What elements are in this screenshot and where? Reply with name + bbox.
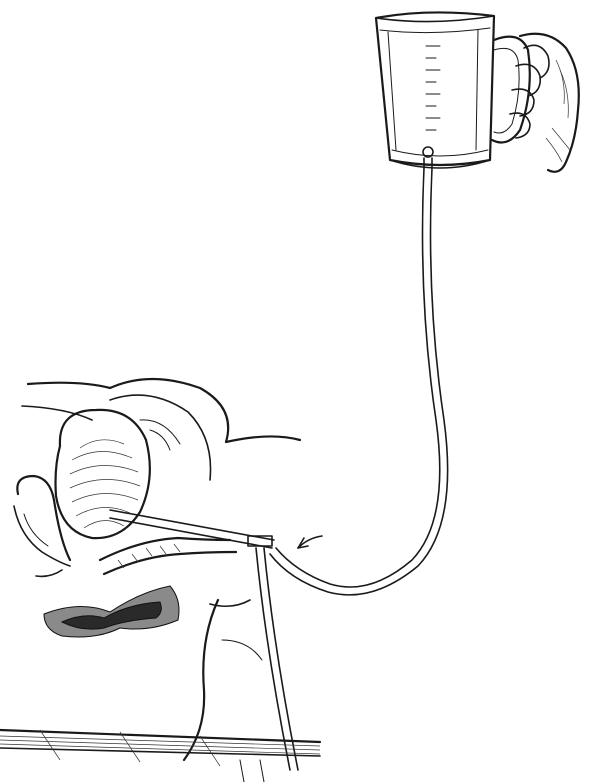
rubber-tube-icon [110,168,448,770]
graduated-irrigator-vessel-icon [376,12,494,168]
hand-holding-vessel-icon [492,34,579,172]
table-surface-icon [0,730,320,782]
flow-direction-arrow-icon [298,536,322,548]
pelvic-cross-section-icon [14,379,300,760]
